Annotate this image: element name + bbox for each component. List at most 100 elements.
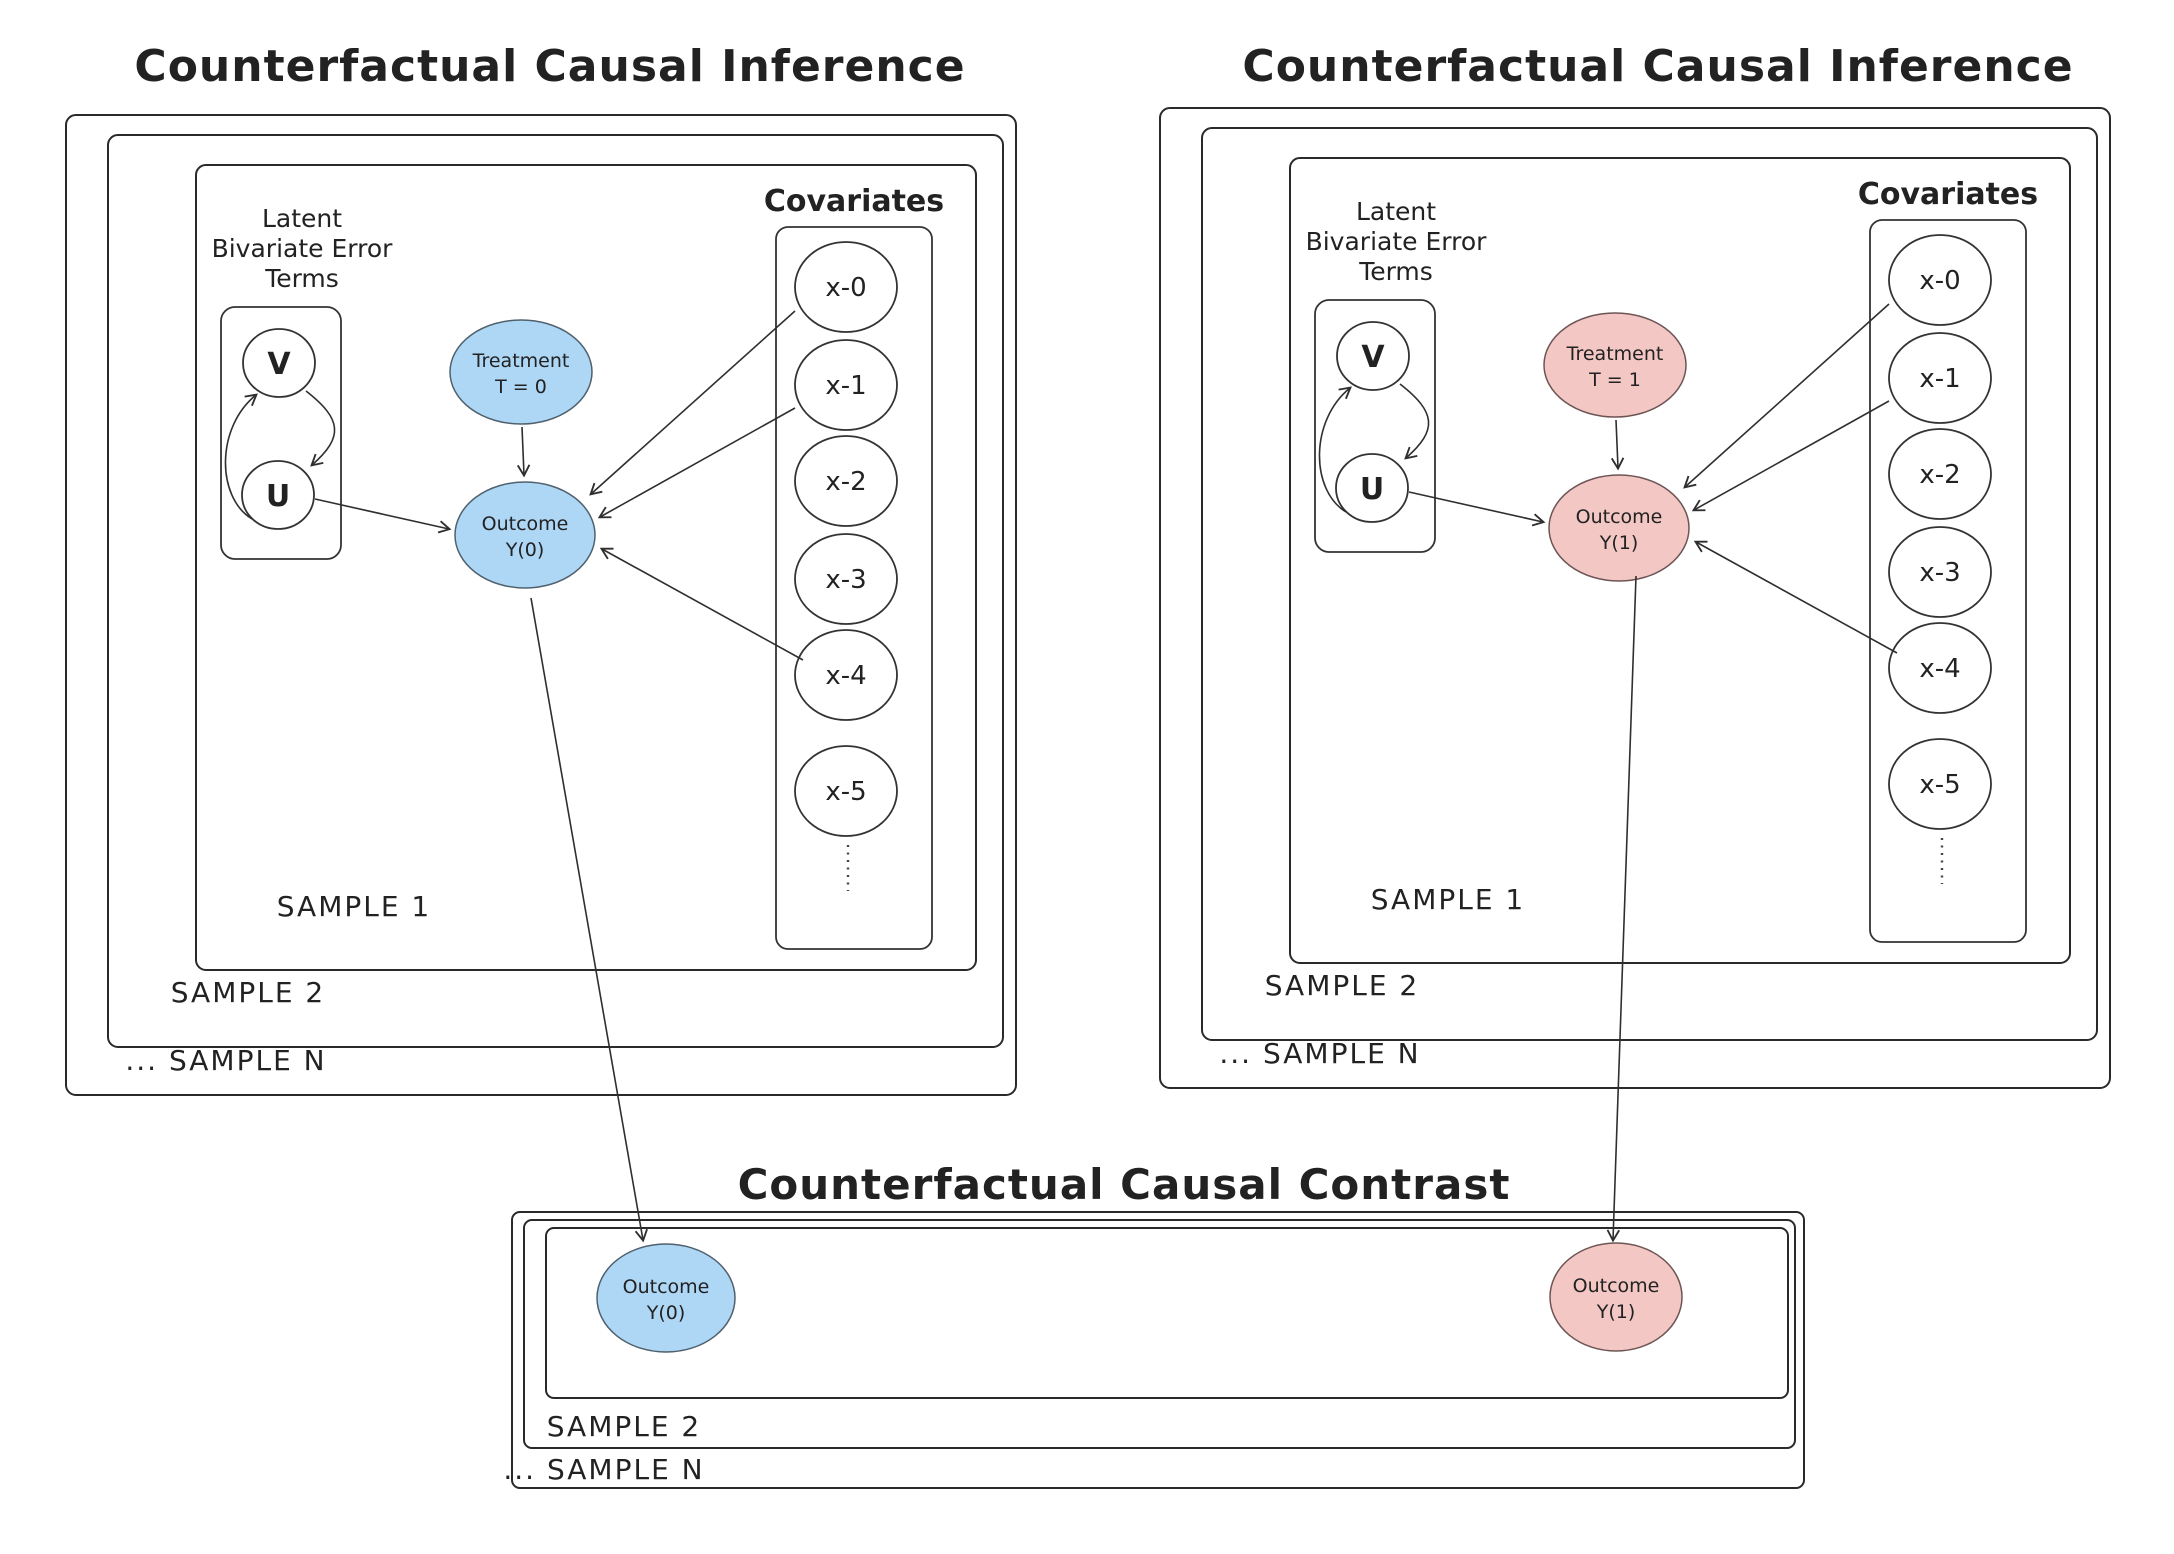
left-v-node xyxy=(242,328,316,398)
right-covariate-x3-label: x-3 xyxy=(1919,558,1960,588)
left-latent-label-line3: Terms xyxy=(264,264,339,293)
right-covariate-x5-label: x-5 xyxy=(1919,770,1960,800)
left-outcome-label-line1: Outcome xyxy=(482,513,569,535)
left-outcome-node xyxy=(454,481,596,589)
contrast-outcome-y0-label-line1: Outcome xyxy=(623,1276,710,1298)
left-outer-box-sample-n xyxy=(65,114,1017,1096)
right-u-label: U xyxy=(1360,472,1384,507)
left-covariate-x0-label: x-0 xyxy=(825,273,866,303)
left-outcome-label-line2: Y(0) xyxy=(505,539,545,561)
right-arrow-treatment-to-outcome xyxy=(1616,419,1618,468)
right-arrow-x1-to-outcome xyxy=(1694,400,1890,510)
right-covariates-box xyxy=(1869,219,2027,943)
arrow-left-outcome-to-contrast xyxy=(530,597,643,1240)
contrast-outcome-y1-node xyxy=(1549,1242,1683,1352)
right-arrow-x4-to-outcome xyxy=(1696,542,1898,654)
left-covariate-x1-label: x-1 xyxy=(825,371,866,401)
right-sample-n-label: ... SAMPLE N xyxy=(1219,1037,1420,1070)
contrast-outcome-y1-label-line1: Outcome xyxy=(1573,1275,1660,1297)
left-covariate-x2-node xyxy=(794,435,898,527)
right-latent-label-line1: Latent xyxy=(1356,197,1436,226)
contrast-outcome-y0-node xyxy=(596,1243,736,1353)
right-covariate-x3-node xyxy=(1888,526,1992,618)
contrast-outcome-y0-label-line2: Y(0) xyxy=(646,1302,686,1324)
contrast-outcome-y1-label-line2: Y(1) xyxy=(1596,1301,1636,1323)
left-latent-label-line2: Bivariate Error xyxy=(212,234,394,263)
left-covariate-x0-node xyxy=(794,241,898,333)
right-arrow-u-to-outcome xyxy=(1408,491,1543,522)
left-inner-box-sample-1 xyxy=(195,164,977,971)
left-treatment-label-line1: Treatment xyxy=(472,350,570,372)
contrast-inner-box-sample-1 xyxy=(545,1227,1789,1399)
left-covariate-x5-label: x-5 xyxy=(825,777,866,807)
left-arrow-x4-to-outcome xyxy=(602,549,804,661)
right-outcome-node xyxy=(1548,474,1690,582)
right-latent-label-line2: Bivariate Error xyxy=(1306,227,1488,256)
left-u-node xyxy=(241,460,315,530)
contrast-sample2-label: SAMPLE 2 xyxy=(547,1410,702,1443)
left-arrow-treatment-to-outcome xyxy=(522,426,524,475)
left-treatment-node xyxy=(449,319,593,425)
right-arrow-x0-to-outcome xyxy=(1685,303,1890,487)
left-sample2-label: SAMPLE 2 xyxy=(171,976,326,1009)
right-latent-label-line3: Terms xyxy=(1358,257,1433,286)
left-covariate-x5-node xyxy=(794,745,898,837)
right-arrow-v-to-u xyxy=(1399,383,1430,458)
right-covariate-x0-node xyxy=(1888,234,1992,326)
left-arrow-u-to-v xyxy=(224,395,256,520)
left-covariates-label: Covariates xyxy=(764,184,944,219)
left-covariate-x3-label: x-3 xyxy=(825,565,866,595)
right-v-label: V xyxy=(1361,340,1385,375)
contrast-title: Counterfactual Causal Contrast xyxy=(738,1160,1511,1209)
left-treatment-label-line2: T = 0 xyxy=(494,376,547,398)
left-covariate-x1-node xyxy=(794,339,898,431)
right-treatment-label-line2: T = 1 xyxy=(1588,369,1641,391)
right-covariate-x1-node xyxy=(1888,332,1992,424)
right-treatment-node xyxy=(1543,312,1687,418)
left-arrow-x0-to-outcome xyxy=(591,310,796,494)
right-sample1-label: SAMPLE 1 xyxy=(1371,883,1526,916)
contrast-outer-box-sample-n xyxy=(511,1211,1805,1489)
left-panel: Latent Bivariate Error Terms V U Treatme… xyxy=(65,114,1017,1096)
left-sample-n-label: ... SAMPLE N xyxy=(125,1044,326,1077)
right-covariate-x2-node xyxy=(1888,428,1992,520)
right-covariate-x5-node xyxy=(1888,738,1992,830)
left-covariates-box xyxy=(775,226,933,950)
contrast-mid-box-sample-2 xyxy=(523,1219,1796,1449)
left-u-label: U xyxy=(266,479,290,514)
left-sample1-label: SAMPLE 1 xyxy=(277,890,432,923)
right-panel: Latent Bivariate Error Terms V U Treatme… xyxy=(1159,107,2111,1089)
right-covariate-x4-node xyxy=(1888,622,1992,714)
right-treatment-label-line1: Treatment xyxy=(1566,343,1664,365)
arrow-right-outcome-to-contrast xyxy=(1613,575,1637,1240)
right-outer-box-sample-n xyxy=(1159,107,2111,1089)
contrast-sample-n-label: ... SAMPLE N xyxy=(503,1453,704,1486)
left-latent-terms-box xyxy=(220,306,342,560)
right-u-node xyxy=(1335,453,1409,523)
right-outcome-label-line2: Y(1) xyxy=(1599,532,1639,554)
left-covariate-x3-node xyxy=(794,533,898,625)
right-covariate-x4-label: x-4 xyxy=(1919,654,1960,684)
right-v-node xyxy=(1336,321,1410,391)
left-mid-box-sample-2 xyxy=(107,134,1004,1048)
right-arrow-u-to-v xyxy=(1318,388,1350,513)
right-covariates-label: Covariates xyxy=(1858,177,2038,212)
right-outcome-label-line1: Outcome xyxy=(1576,506,1663,528)
right-panel-title: Counterfactual Causal Inference xyxy=(1242,41,2073,92)
right-sample2-label: SAMPLE 2 xyxy=(1265,969,1420,1002)
left-arrow-u-to-outcome xyxy=(314,498,449,529)
right-covariate-x1-label: x-1 xyxy=(1919,364,1960,394)
contrast-section: Outcome Y(0) Outcome Y(1) SAMPLE 2 ... S… xyxy=(503,1211,1805,1489)
left-v-label: V xyxy=(267,347,291,382)
right-covariate-x2-label: x-2 xyxy=(1919,460,1960,490)
left-arrow-x1-to-outcome xyxy=(600,407,796,517)
left-panel-title: Counterfactual Causal Inference xyxy=(134,41,965,92)
left-covariate-x4-label: x-4 xyxy=(825,661,866,691)
right-mid-box-sample-2 xyxy=(1201,127,2098,1041)
left-covariate-x2-label: x-2 xyxy=(825,467,866,497)
right-latent-terms-box xyxy=(1314,299,1436,553)
left-arrow-v-to-u xyxy=(305,390,336,465)
right-covariate-x0-label: x-0 xyxy=(1919,266,1960,296)
